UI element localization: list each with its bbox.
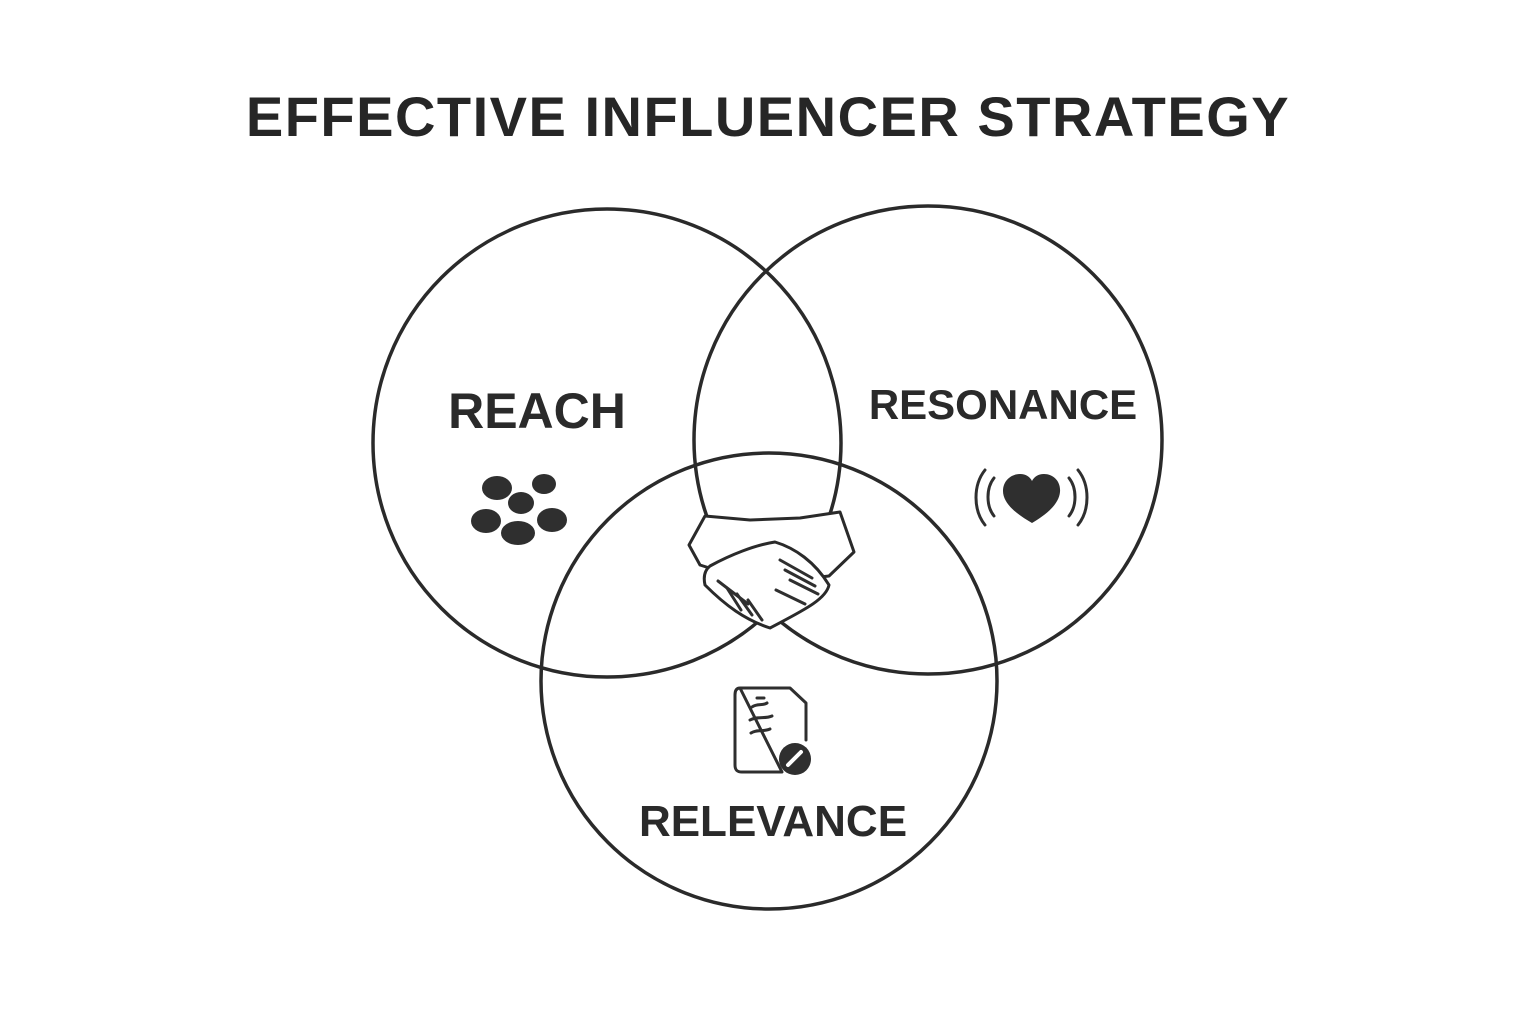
document-check-icon [733, 686, 811, 775]
handshake-icon [687, 510, 856, 630]
audience-dots-icon [471, 474, 567, 545]
reach-circle [371, 207, 843, 679]
heart-waves-icon [974, 468, 1089, 527]
resonance-circle [692, 204, 1164, 676]
resonance-label: RESONANCE [869, 381, 1137, 428]
relevance-circle [539, 451, 999, 911]
reach-label: REACH [448, 383, 626, 439]
diagram-title: EFFECTIVE INFLUENCER STRATEGY [245, 85, 1291, 148]
relevance-label: RELEVANCE [639, 797, 907, 846]
